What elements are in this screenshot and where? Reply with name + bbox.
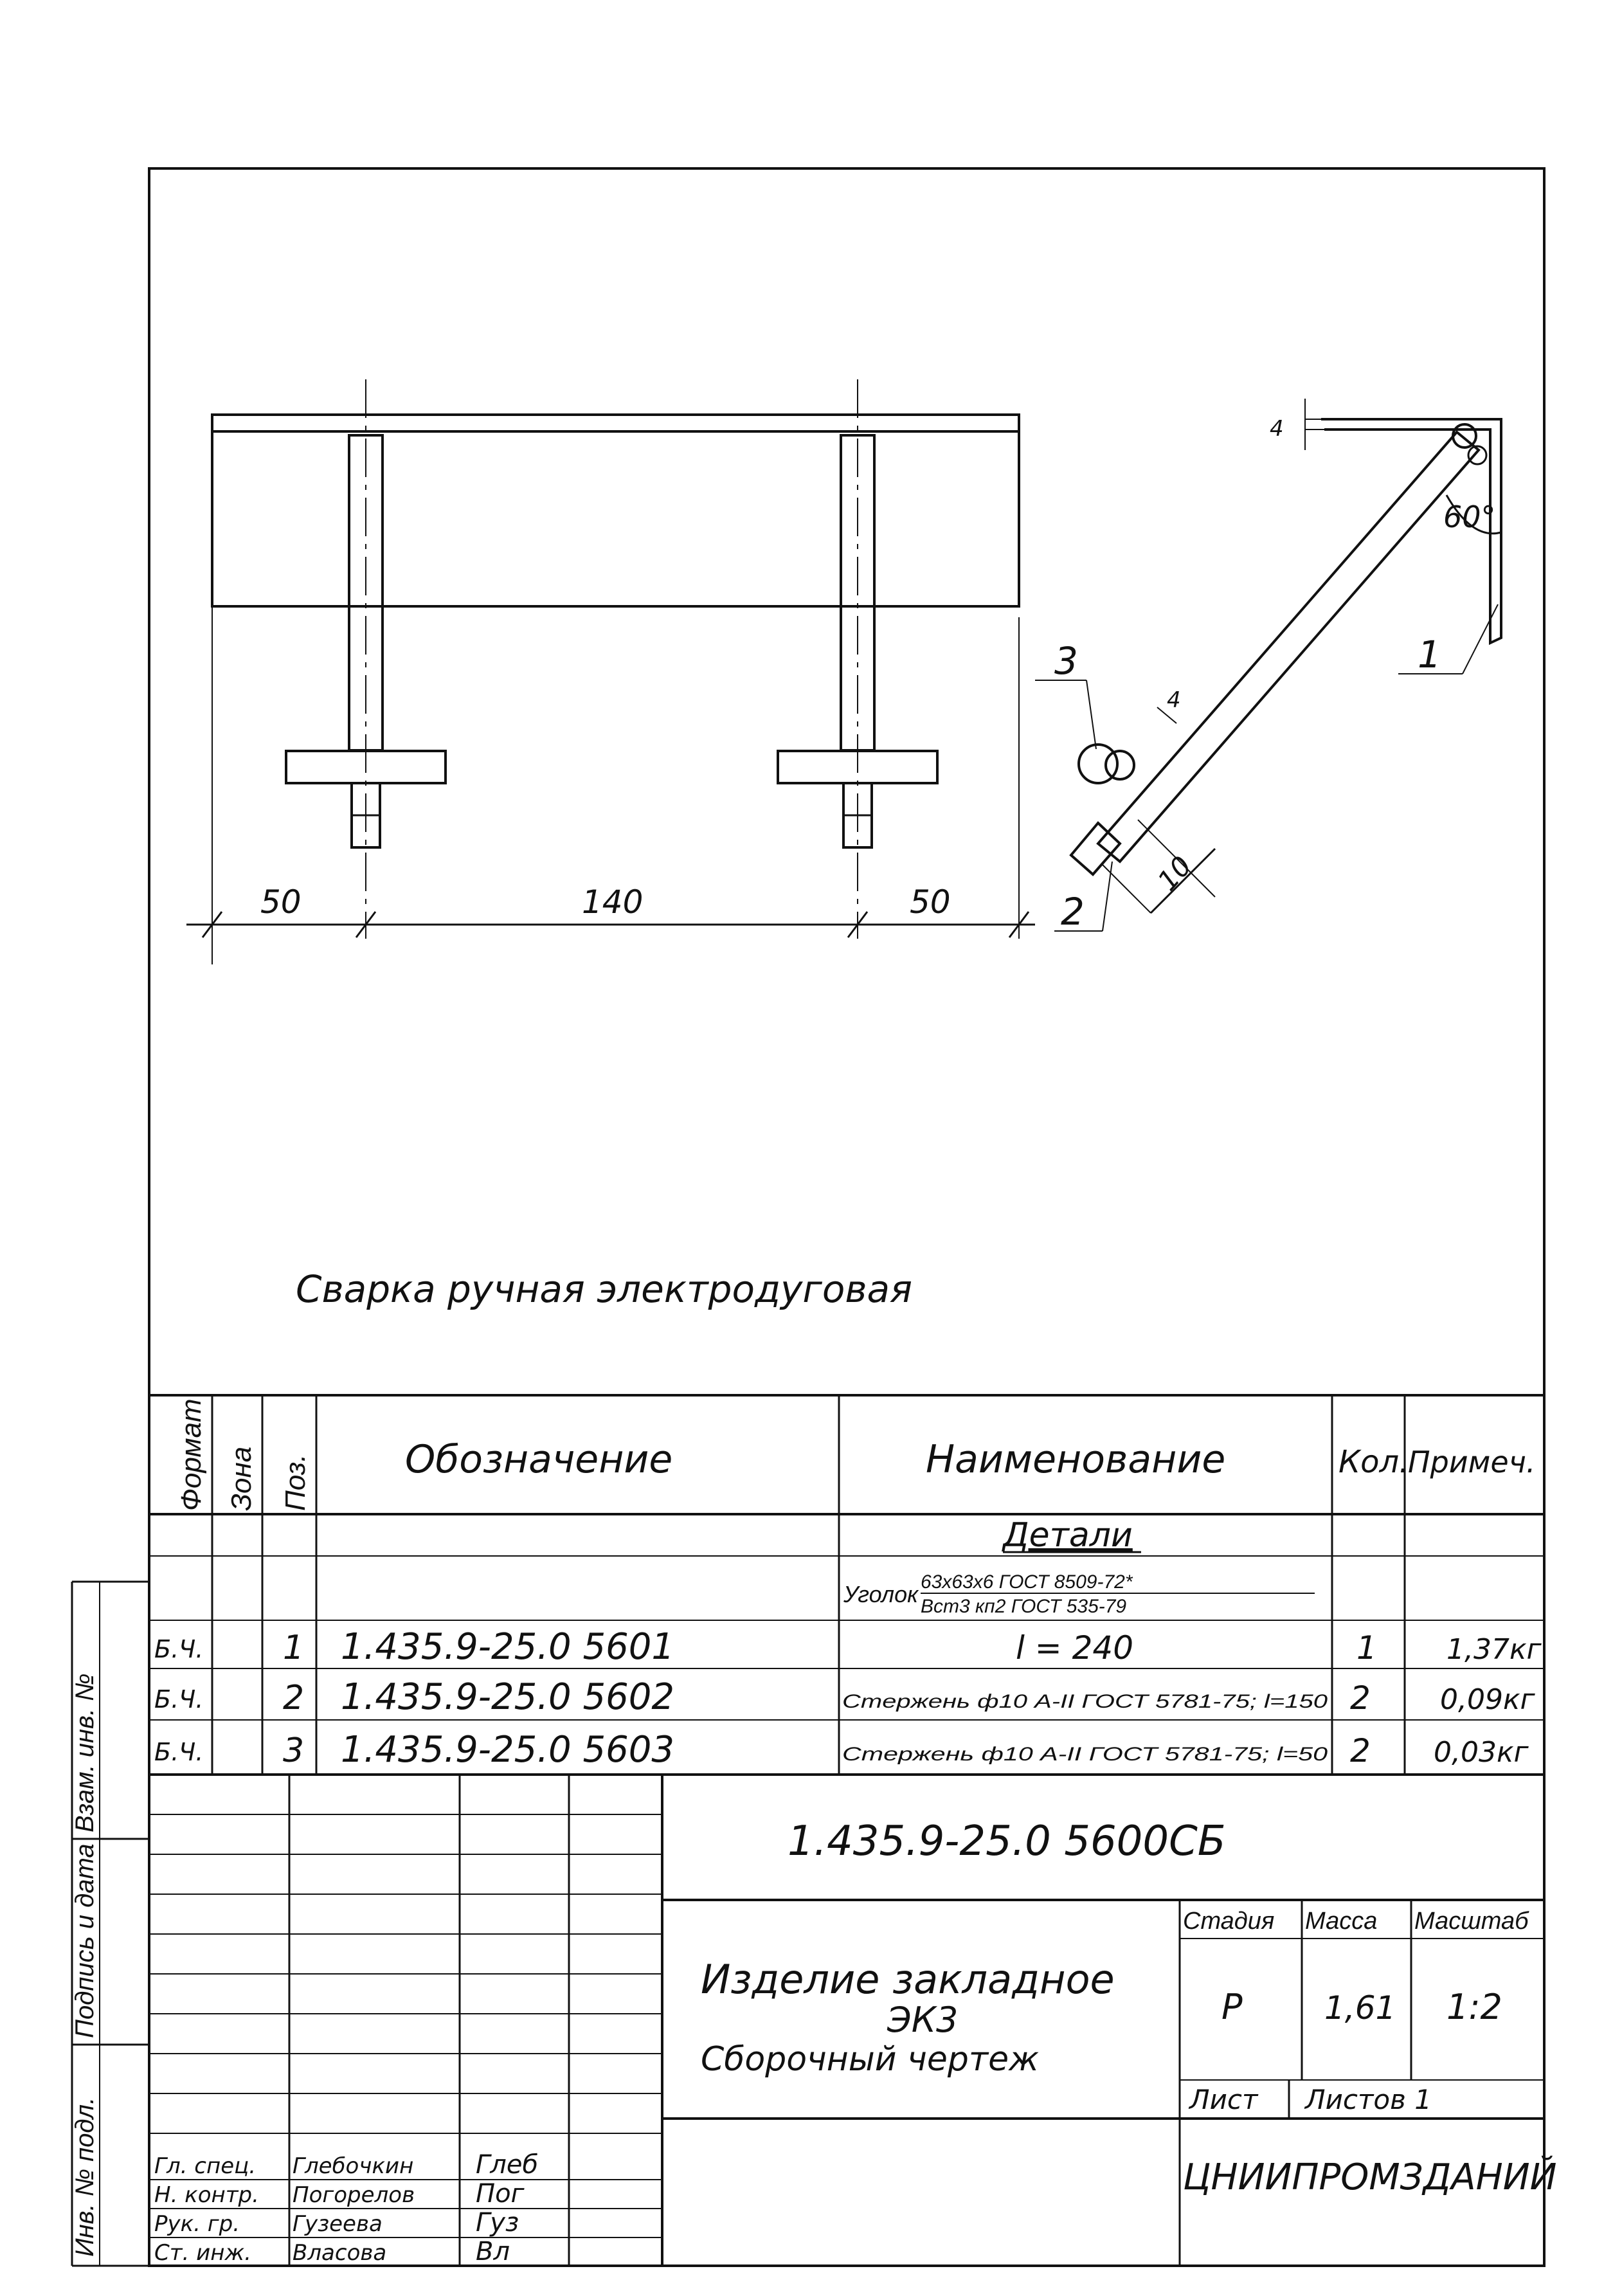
signer-row: Н. контр. Погорелов Пог	[154, 2179, 525, 2209]
svg-text:Б.Ч.: Б.Ч.	[154, 1738, 203, 1766]
angle-label: Уголок	[843, 1581, 919, 1607]
welding-note: Сварка ручная электродуговая	[296, 1267, 912, 1311]
dimension-chain: 50 140 50	[186, 431, 1035, 964]
header-zone: Зона	[226, 1447, 257, 1511]
svg-text:1: 1	[283, 1629, 304, 1667]
svg-text:1.435.9-25.0 5603: 1.435.9-25.0 5603	[341, 1729, 674, 1771]
svg-text:3: 3	[283, 1731, 304, 1770]
svg-text:Б.Ч.: Б.Ч.	[154, 1635, 203, 1663]
signer-row: Рук. гр. Гузеева Гуз	[154, 2208, 519, 2237]
svg-text:Глебочкин: Глебочкин	[293, 2153, 413, 2179]
svg-text:2: 2	[283, 1679, 304, 1717]
callout-2: 2	[1061, 890, 1085, 934]
svg-text:Погорелов: Погорелов	[293, 2182, 415, 2208]
callout-1: 1	[1418, 633, 1441, 676]
svg-text:Гл. спец.: Гл. спец.	[154, 2153, 256, 2179]
header-name: Наименование	[926, 1437, 1225, 1482]
svg-text:l = 240: l = 240	[1016, 1629, 1133, 1667]
signer-row: Гл. спец. Глебочкин Глеб	[154, 2150, 538, 2180]
dim-middle: 140	[582, 883, 643, 921]
angle-steel: Вст3 кп2 ГОСТ 535-79	[921, 1596, 1126, 1617]
dim-angle: 60°	[1443, 500, 1496, 534]
svg-text:Б.Ч.: Б.Ч.	[154, 1685, 203, 1713]
header-format: Формат	[176, 1398, 207, 1511]
signature: Вл	[476, 2237, 510, 2266]
svg-text:Стержень ф10 А-II ГОСТ 5781-75: Стержень ф10 А-II ГОСТ 5781-75; l=50	[842, 1744, 1328, 1765]
spec-table	[149, 1394, 1544, 1776]
title-line1: Изделие закладное	[701, 1956, 1115, 2003]
table-row: Б.Ч. 3 1.435.9-25.0 5603 Стержень ф10 А-…	[154, 1729, 1529, 1771]
table-row: Б.Ч. 1 1.435.9-25.0 5601 l = 240 1 1,37к…	[154, 1626, 1542, 1668]
signature: Пог	[476, 2179, 525, 2209]
svg-text:Стержень ф10 А-II ГОСТ 5781-75: Стержень ф10 А-II ГОСТ 5781-75; l=150	[842, 1691, 1328, 1712]
svg-text:Гузеева: Гузеева	[293, 2211, 383, 2237]
svg-text:Инв. № подл.: Инв. № подл.	[71, 2097, 99, 2257]
scale-label: Масштаб	[1414, 1908, 1529, 1935]
svg-text:Ст. инж.: Ст. инж.	[154, 2240, 251, 2266]
svg-text:Взам. инв. №: Взам. инв. №	[71, 1674, 99, 1832]
angle-profile: 63х63х6 ГОСТ 8509-72*	[921, 1571, 1133, 1593]
svg-text:2: 2	[1350, 1732, 1371, 1769]
section-details: Детали	[1002, 1516, 1133, 1555]
svg-text:Власова: Власова	[293, 2240, 386, 2266]
front-view	[211, 379, 1020, 939]
header-qty: Кол.	[1338, 1444, 1409, 1480]
svg-text:2: 2	[1350, 1679, 1371, 1717]
stamp-replace-inv: Взам. инв. №	[71, 1674, 99, 1832]
svg-text:Н. контр.: Н. контр.	[154, 2182, 259, 2208]
dim-right: 50	[910, 883, 951, 921]
mass-label: Масса	[1305, 1908, 1377, 1935]
header-note: Примеч.	[1408, 1445, 1536, 1479]
stage-value: Р	[1221, 1987, 1243, 2027]
header-designation: Обозначение	[405, 1437, 672, 1482]
title-line2: ЭК3	[887, 2000, 958, 2040]
sheet-label: Лист	[1188, 2084, 1259, 2115]
svg-text:1: 1	[1356, 1629, 1377, 1667]
table-row: Б.Ч. 2 1.435.9-25.0 5602 Стержень ф10 А-…	[154, 1676, 1536, 1718]
svg-text:Подпись и дата: Подпись и дата	[71, 1843, 99, 2038]
signer-row: Ст. инж. Власова Вл	[154, 2237, 510, 2266]
stage-label: Стадия	[1183, 1908, 1274, 1935]
svg-text:1.435.9-25.0 5601: 1.435.9-25.0 5601	[341, 1626, 674, 1668]
title-line3: Сборочный чертеж	[701, 2040, 1039, 2079]
dim-bar-offset: 10	[1151, 850, 1198, 897]
dim-weld-top: 4	[1270, 416, 1284, 442]
header-pos: Поз.	[280, 1454, 311, 1511]
svg-text:1.435.9-25.0 5602: 1.435.9-25.0 5602	[341, 1676, 674, 1718]
svg-text:1,37кг: 1,37кг	[1446, 1633, 1542, 1666]
svg-text:Рук. гр.: Рук. гр.	[154, 2211, 240, 2237]
mass-value: 1,61	[1324, 1989, 1396, 2027]
sheets-label: Листов 1	[1304, 2084, 1432, 2115]
svg-text:0,03кг: 0,03кг	[1434, 1736, 1529, 1769]
dim-weld-mid: 4	[1167, 687, 1181, 713]
section-view: 4 4 60° 10 1 2 3	[1035, 399, 1502, 934]
callout-3: 3	[1054, 639, 1078, 683]
svg-text:0,09кг: 0,09кг	[1440, 1683, 1536, 1716]
organization: ЦНИИПРОМЗДАНИЙ	[1183, 2156, 1557, 2198]
doc-code: 1.435.9-25.0 5600СБ	[788, 1818, 1226, 1865]
signature: Глеб	[476, 2150, 538, 2180]
scale-value: 1:2	[1446, 1987, 1502, 2027]
title-block	[149, 1775, 1544, 2266]
dim-left: 50	[260, 883, 302, 921]
sheet-frame	[71, 167, 1545, 2267]
stamp-inv-orig: Инв. № подл.	[71, 2097, 99, 2257]
signature: Гуз	[476, 2208, 519, 2237]
stamp-sign-date: Подпись и дата	[71, 1843, 99, 2038]
